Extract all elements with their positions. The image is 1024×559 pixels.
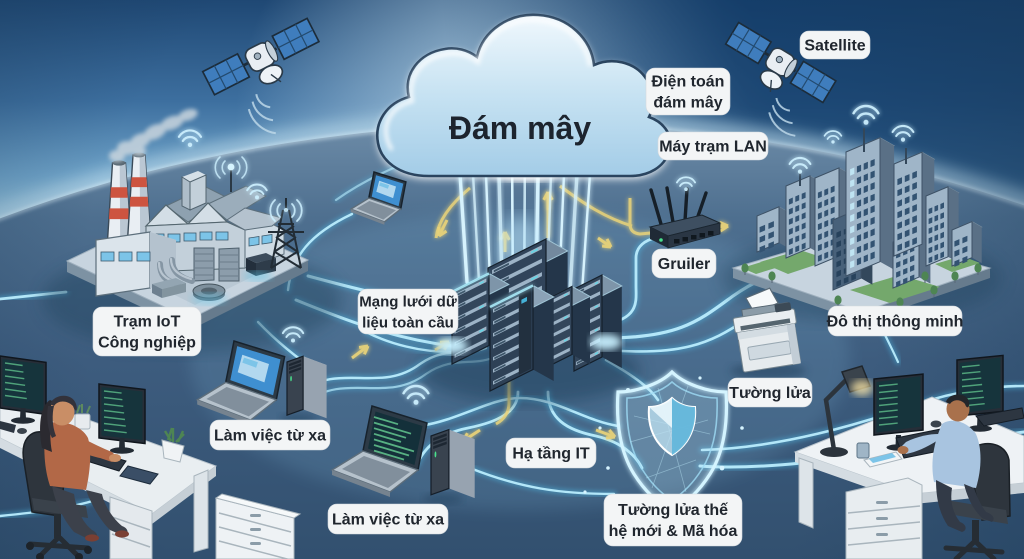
svg-text:Trạm IoT: Trạm IoT	[114, 314, 181, 331]
svg-text:Đô thị thông minh: Đô thị thông minh	[827, 314, 964, 331]
svg-text:Công nghiệp: Công nghiệp	[98, 335, 196, 352]
svg-text:Máy trạm LAN: Máy trạm LAN	[659, 139, 767, 156]
svg-text:Tường lửa: Tường lửa	[729, 385, 811, 402]
svg-text:Đám mây: Đám mây	[449, 110, 592, 146]
svg-text:Mạng lưới dữ: Mạng lưới dữ	[359, 294, 457, 311]
svg-text:đám mây: đám mây	[653, 95, 722, 112]
svg-text:hệ mới & Mã hóa: hệ mới & Mã hóa	[609, 523, 738, 540]
svg-text:Tường lửa thế: Tường lửa thế	[618, 502, 728, 519]
svg-text:Satellite: Satellite	[804, 38, 865, 55]
svg-text:Điện toán: Điện toán	[652, 74, 725, 91]
svg-text:Làm việc từ xa: Làm việc từ xa	[214, 428, 326, 445]
svg-text:Làm việc từ xa: Làm việc từ xa	[332, 512, 444, 529]
svg-text:liệu toàn cầu: liệu toàn cầu	[362, 315, 454, 332]
svg-text:Gruiler: Gruiler	[658, 256, 710, 273]
svg-text:Hạ tầng IT: Hạ tầng IT	[512, 446, 590, 463]
